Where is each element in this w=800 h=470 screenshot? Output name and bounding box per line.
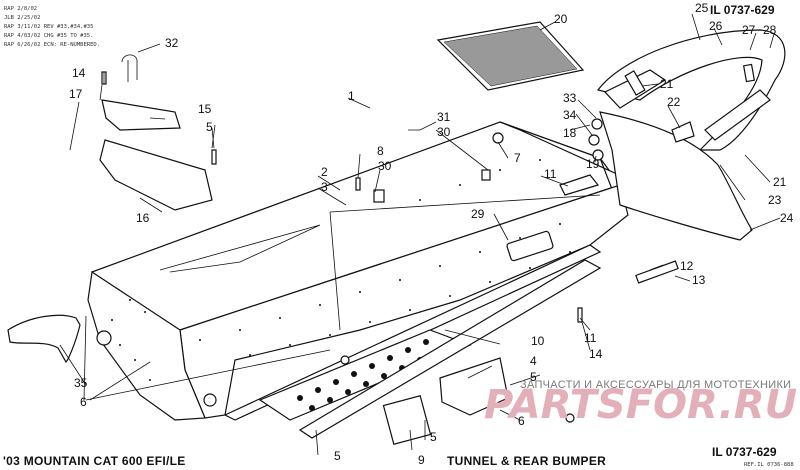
snow-flap-drawing	[599, 111, 753, 241]
callout-6: 6	[518, 414, 525, 428]
revision-note: RAP 2/8/02	[4, 6, 37, 12]
callout-5: 5	[206, 120, 213, 134]
callout-25: 25	[695, 1, 709, 15]
callout-2: 2	[321, 165, 328, 179]
callout-32: 32	[165, 36, 179, 50]
callout-22: 22	[667, 95, 681, 109]
step-plate-drawing	[382, 395, 432, 445]
illustration-code-bottom: IL 0737-629	[712, 445, 777, 459]
model-title: '03 MOUNTAIN CAT 600 EFI/LE	[3, 454, 186, 468]
callout-1: 1	[348, 89, 355, 103]
illustration-code: IL 0737-629	[710, 3, 775, 17]
callout-35: 35	[74, 376, 88, 390]
watermark-caption: ЗАПЧАСТИ И АКСЕССУАРЫ ДЛЯ МОТОТЕХНИКИ	[520, 379, 791, 391]
reference-code: REF.IL 0736-888	[744, 462, 794, 468]
rear-bumper-drawing	[596, 29, 786, 151]
revision-notes: RAP 2/8/02 JLB 2/25/02 RAP 3/11/02 REV #…	[4, 6, 100, 48]
callout-23: 23	[768, 193, 782, 207]
callout-5: 5	[530, 370, 537, 384]
clip-drawing	[121, 54, 138, 82]
callout-21: 21	[660, 77, 674, 91]
callout-28: 28	[763, 23, 777, 37]
revision-note: RAP 3/11/02 REV #33,#34,#35	[4, 24, 93, 30]
callout-8: 8	[377, 144, 384, 158]
callout-16: 16	[136, 211, 150, 225]
callout-30: 30	[437, 125, 451, 139]
callout-7: 7	[514, 151, 521, 165]
grab-bar-drawing	[635, 260, 679, 284]
callout-30: 30	[378, 159, 392, 173]
flap-drawing	[559, 174, 600, 196]
decal-plate	[506, 230, 554, 262]
callout-6: 6	[80, 395, 87, 409]
callout-26: 26	[709, 19, 723, 33]
cover-plate-drawing	[99, 99, 213, 211]
callout-11: 11	[544, 167, 557, 181]
callout-27: 27	[742, 23, 756, 37]
revision-note: RAP 4/03/02 CHG #35 TO #35.	[4, 33, 93, 39]
callout-5: 5	[334, 449, 341, 463]
callout-19: 19	[586, 157, 600, 171]
callout-10: 10	[531, 334, 545, 348]
callout-5: 5	[430, 430, 437, 444]
callout-12: 12	[680, 259, 694, 273]
callout-9: 9	[418, 453, 425, 467]
callout-13: 13	[692, 273, 706, 287]
callout-29: 29	[471, 207, 485, 221]
callout-4: 4	[530, 354, 537, 368]
callout-21: 21	[773, 175, 787, 189]
bracket-drawing	[671, 121, 695, 143]
mat-drawing	[436, 21, 585, 91]
callout-11: 11	[584, 331, 597, 345]
revision-note: JLB 2/25/02	[4, 15, 40, 21]
callout-3: 3	[321, 180, 328, 194]
splash-guard-drawing	[439, 357, 509, 416]
section-title: TUNNEL & REAR BUMPER	[447, 454, 606, 468]
revision-note: RAP 6/26/02 ECN: RE-NUMBERED.	[4, 42, 100, 48]
callout-18: 18	[563, 126, 577, 140]
skid-strip-drawing	[298, 259, 602, 439]
callout-34: 34	[563, 108, 577, 122]
callout-14: 14	[589, 347, 603, 361]
front-guard-drawing	[7, 314, 81, 363]
callouts: 1 2 3 4 5 5 5 5 6 6 7 8 9 10 11 11 12 13…	[69, 1, 794, 467]
callout-20: 20	[554, 12, 568, 26]
callout-14: 14	[72, 66, 86, 80]
callout-33: 33	[563, 91, 577, 105]
callout-24: 24	[780, 211, 794, 225]
watermark-brand: PARTSFOR.RU	[484, 382, 797, 428]
callout-31: 31	[437, 110, 451, 124]
callout-15: 15	[198, 102, 212, 116]
leader-lines	[59, 13, 781, 456]
callout-17: 17	[69, 87, 83, 101]
